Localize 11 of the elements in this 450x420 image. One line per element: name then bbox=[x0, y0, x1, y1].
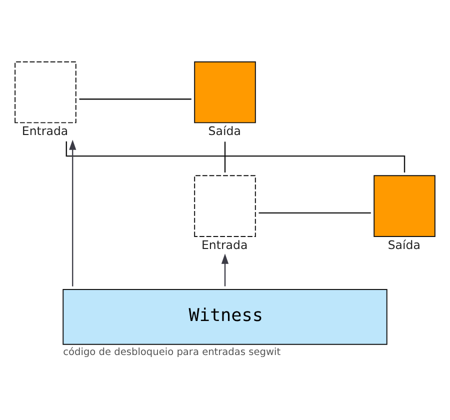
node-label: Saída bbox=[388, 238, 420, 252]
connector bbox=[224, 142, 226, 173]
connector bbox=[258, 212, 371, 214]
node-label: Saída bbox=[208, 124, 241, 138]
node-label: Entrada bbox=[201, 238, 248, 252]
arrow bbox=[69, 140, 76, 286]
connector bbox=[79, 98, 192, 100]
node-label: código de desbloqueio para entradas segwit bbox=[63, 347, 281, 358]
connector bbox=[66, 141, 406, 172]
arrow bbox=[221, 254, 229, 286]
node-label: Entrada bbox=[22, 124, 68, 138]
